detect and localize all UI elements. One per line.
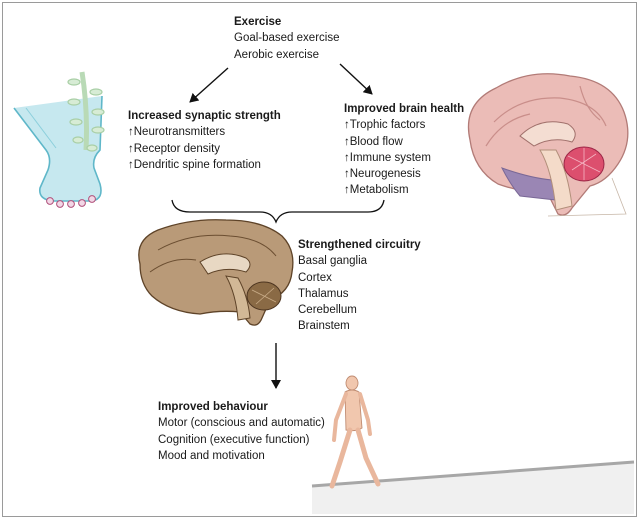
brain-health-item: ↑Trophic factors xyxy=(344,119,426,132)
synaptic-item: ↑Receptor density xyxy=(128,142,221,155)
behaviour-title: Improved behaviour xyxy=(158,401,268,413)
circuitry-item: Cerebellum xyxy=(298,304,357,317)
exercise-item: Goal-based exercise xyxy=(234,32,340,45)
synaptic-block: Increased synaptic strength ↑Neurotransm… xyxy=(128,108,281,173)
merge-brace xyxy=(171,199,385,224)
arrow-to-synaptic xyxy=(189,67,229,103)
synaptic-item: ↑Neurotransmitters xyxy=(128,126,226,139)
circuitry-item: Cortex xyxy=(298,271,332,284)
circuitry-item: Brainstem xyxy=(298,320,350,333)
exercise-title: Exercise xyxy=(234,16,282,28)
exercise-block: Exercise Goal-based exercise Aerobic exe… xyxy=(234,14,339,63)
brain-health-block: Improved brain health ↑Trophic factors ↑… xyxy=(344,101,464,199)
brain-sagittal-sepia-illustration xyxy=(138,219,294,326)
brain-health-item: ↑Blood flow xyxy=(344,135,403,148)
synaptic-title: Increased synaptic strength xyxy=(128,110,281,122)
figure-frame xyxy=(2,2,637,517)
behaviour-item: Mood and motivation xyxy=(158,449,265,462)
behaviour-item: Cognition (executive function) xyxy=(158,433,310,446)
arrow-to-brain-health xyxy=(339,63,373,95)
circuitry-item: Basal ganglia xyxy=(298,255,368,268)
walking-figure-illustration xyxy=(311,375,635,514)
brain-health-item: ↑Metabolism xyxy=(344,184,409,197)
synaptic-item: ↑Dendritic spine formation xyxy=(128,158,261,171)
synapse-illustration xyxy=(13,95,103,208)
circuitry-block: Strengthened circuitry Basal ganglia Cor… xyxy=(298,237,421,335)
behaviour-item: Motor (conscious and automatic) xyxy=(158,417,325,430)
exercise-item: Aerobic exercise xyxy=(234,48,320,61)
dendrite-illustration xyxy=(67,71,105,152)
circuitry-item: Thalamus xyxy=(298,287,349,300)
behaviour-block: Improved behaviour Motor (conscious and … xyxy=(158,399,325,464)
brain-health-title: Improved brain health xyxy=(344,103,465,115)
brain-health-item: ↑Neurogenesis xyxy=(344,168,421,181)
brain-health-item: ↑Immune system xyxy=(344,151,431,164)
brain-sagittal-color-illustration xyxy=(467,73,629,217)
circuitry-title: Strengthened circuitry xyxy=(298,239,421,251)
